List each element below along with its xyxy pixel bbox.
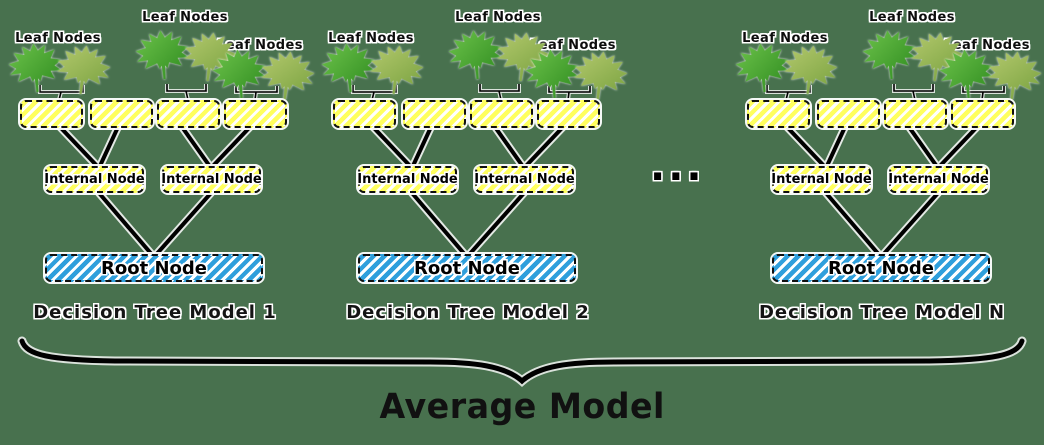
root-node-label: Root Node — [101, 257, 207, 279]
internal-node-box: Internal Node — [44, 166, 145, 193]
internal-node-box: Internal Node — [888, 166, 989, 193]
root-node-box: Root Node — [772, 254, 990, 282]
leaf-node-box — [333, 100, 396, 128]
internal-node-label: Internal Node — [888, 172, 989, 187]
average-model-title: Average Model — [0, 387, 1044, 427]
average-model-label: Average Model — [379, 387, 665, 427]
leaf-node-box — [224, 100, 287, 128]
leaf-nodes-label: Leaf Nodes — [742, 31, 828, 46]
leaf-node-box — [403, 100, 466, 128]
leaf-nodes-label: Leaf Nodes — [217, 38, 303, 53]
decision-tree-model: Leaf Nodes Leaf Nodes Leaf Nodes Interna… — [320, 0, 630, 340]
internal-node-box: Internal Node — [357, 166, 458, 193]
leaf-pair — [734, 41, 841, 98]
tree-caption: Decision Tree Model 1 — [33, 302, 277, 323]
internal-node-label: Internal Node — [161, 172, 262, 187]
leaf-node-box — [20, 100, 83, 128]
leaf-node-box — [747, 100, 810, 128]
leaf-pair — [938, 47, 1044, 104]
internal-node-label: Internal Node — [474, 172, 575, 187]
leaf-nodes-label: Leaf Nodes — [455, 10, 541, 25]
tree-caption: Decision Tree Model N — [758, 302, 1006, 323]
leaf-node-box — [470, 100, 533, 128]
leaf-nodes-label: Leaf Nodes — [944, 38, 1030, 53]
maple-leaf-icon — [258, 48, 317, 104]
internal-node-label: Internal Node — [357, 172, 458, 187]
maple-leaf-icon — [54, 42, 113, 98]
root-node-label: Root Node — [828, 257, 934, 279]
leaf-nodes-label: Leaf Nodes — [15, 31, 101, 46]
curly-brace-icon — [17, 336, 1027, 387]
internal-node-box: Internal Node — [771, 166, 872, 193]
leaf-node-box — [90, 100, 153, 128]
internal-node-label: Internal Node — [771, 172, 872, 187]
root-node-box: Root Node — [358, 254, 576, 282]
decision-tree-model: Leaf Nodes Leaf Nodes Leaf Nodes Interna… — [7, 0, 317, 340]
maple-leaf-icon — [985, 48, 1044, 104]
leaf-nodes-label: Leaf Nodes — [530, 38, 616, 53]
root-node-box: Root Node — [45, 254, 263, 282]
internal-node-box: Internal Node — [474, 166, 575, 193]
maple-leaf-icon — [367, 42, 426, 98]
leaf-node-box — [157, 100, 220, 128]
leaf-pair — [7, 41, 114, 98]
maple-leaf-icon — [571, 48, 630, 104]
root-node-label: Root Node — [414, 257, 520, 279]
ellipsis: ... — [650, 144, 705, 190]
leaf-node-box — [951, 100, 1014, 128]
leaf-pair — [524, 47, 631, 104]
leaf-node-box — [817, 100, 880, 128]
leaf-node-box — [537, 100, 600, 128]
internal-node-label: Internal Node — [44, 172, 145, 187]
maple-leaf-icon — [781, 42, 840, 98]
leaf-pair — [320, 41, 427, 98]
internal-node-box: Internal Node — [161, 166, 262, 193]
leaf-node-box — [884, 100, 947, 128]
tree-caption: Decision Tree Model 2 — [346, 302, 590, 323]
decision-tree-model: Leaf Nodes Leaf Nodes Leaf Nodes Interna… — [734, 0, 1044, 340]
leaf-nodes-label: Leaf Nodes — [328, 31, 414, 46]
leaf-pair — [211, 47, 318, 104]
leaf-nodes-label: Leaf Nodes — [142, 10, 228, 25]
leaf-nodes-label: Leaf Nodes — [869, 10, 955, 25]
